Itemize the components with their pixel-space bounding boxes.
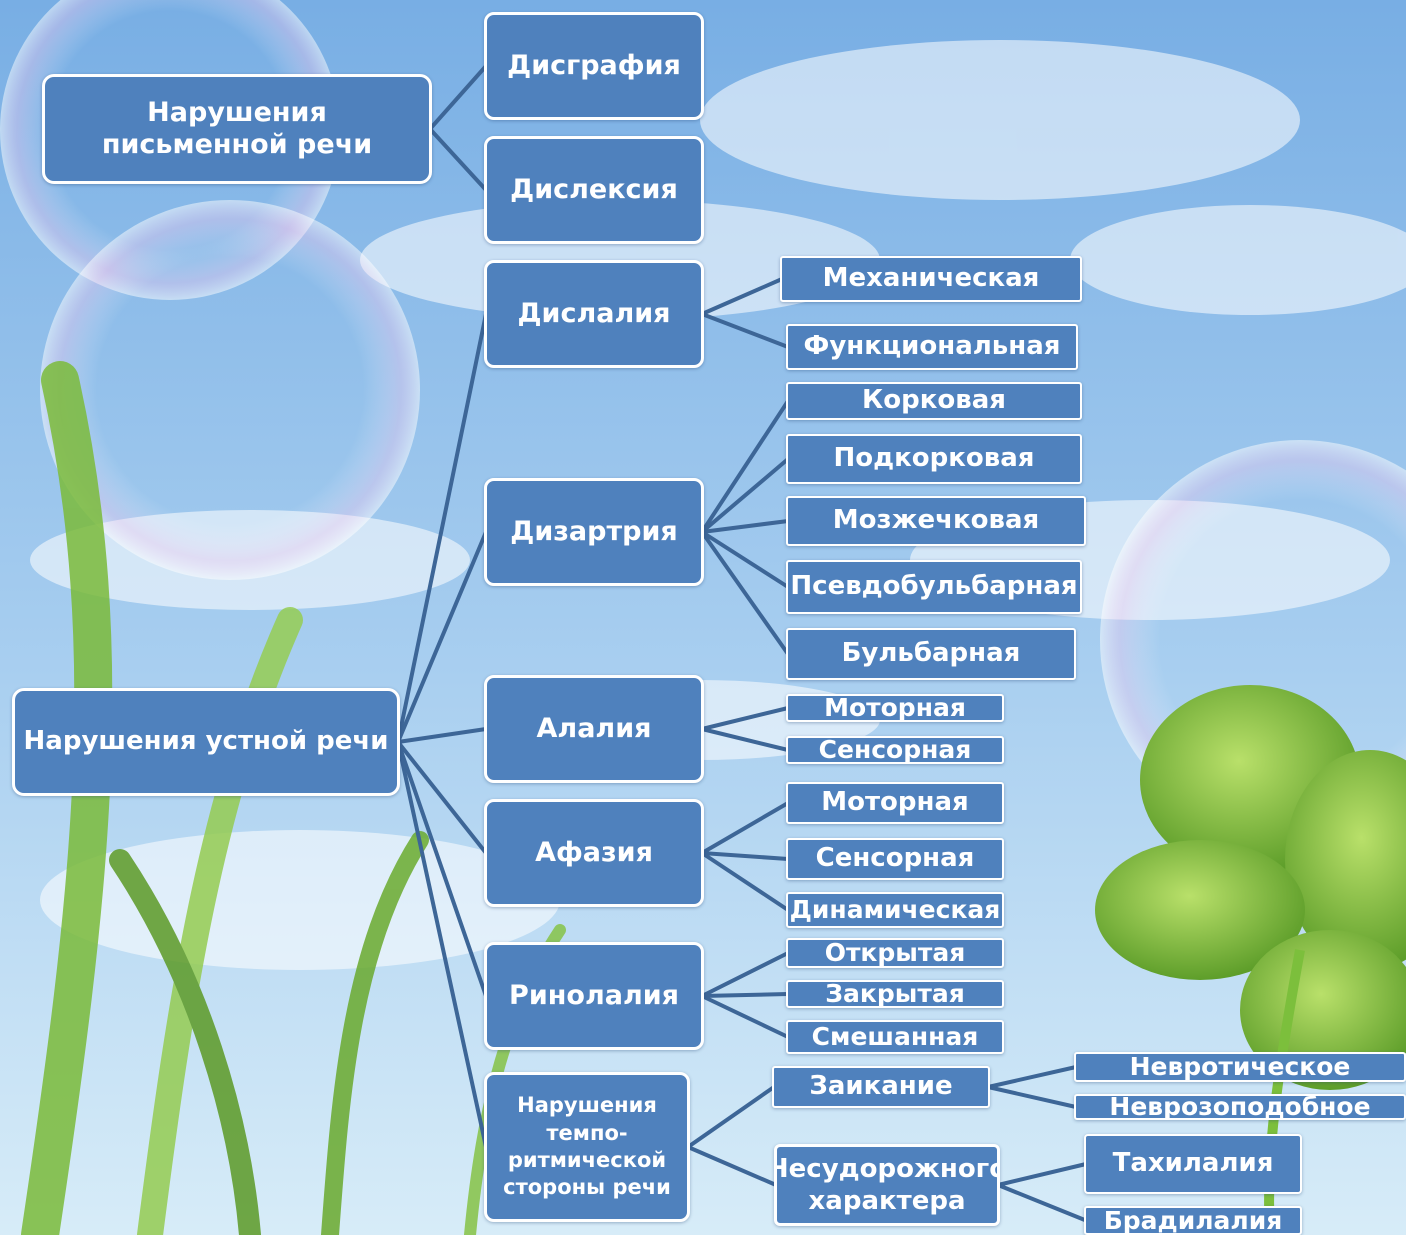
node-oral-speech-disorders: Нарушения устной речи [12,688,400,796]
node-cerebellar: Мозжечковая [786,496,1086,546]
node-bradylalia: Брадилалия [1084,1206,1302,1235]
node-pseudobulbar: Псевдобульбарная [786,560,1082,614]
node-closed: Закрытая [786,980,1004,1008]
node-tachylalia: Тахилалия [1084,1134,1302,1194]
node-nonconvulsive: Несудорожного характера [774,1144,1000,1226]
node-aphasia: Афазия [484,799,704,907]
node-stuttering: Заикание [772,1066,990,1108]
node-subcortical: Подкорковая [786,434,1082,484]
node-alalia-sensory: Сенсорная [786,736,1004,764]
node-dysgraphia: Дисграфия [484,12,704,120]
node-bulbar: Бульбарная [786,628,1076,680]
node-neurosis-like: Неврозоподобное [1074,1094,1406,1120]
node-alalia: Алалия [484,675,704,783]
node-dyslalia: Дислалия [484,260,704,368]
node-tempo-rhythm-disorders: Нарушения темпо-ритмической стороны речи [484,1072,690,1222]
node-dyslexia: Дислексия [484,136,704,244]
node-mechanical: Механическая [780,256,1082,302]
node-aphasia-motor: Моторная [786,782,1004,824]
node-aphasia-sensory: Сенсорная [786,838,1004,880]
node-mixed: Смешанная [786,1020,1004,1054]
node-functional: Функциональная [786,324,1078,370]
node-cortical: Корковая [786,382,1082,420]
node-neurotic: Невротическое [1074,1052,1406,1082]
node-rhinolalia: Ринолалия [484,942,704,1050]
node-alalia-motor: Моторная [786,694,1004,722]
node-dysarthria: Дизартрия [484,478,704,586]
node-open: Открытая [786,938,1004,968]
node-written-speech-disorders: Нарушения письменной речи [42,74,432,184]
node-aphasia-dynamic: Динамическая [786,892,1004,928]
